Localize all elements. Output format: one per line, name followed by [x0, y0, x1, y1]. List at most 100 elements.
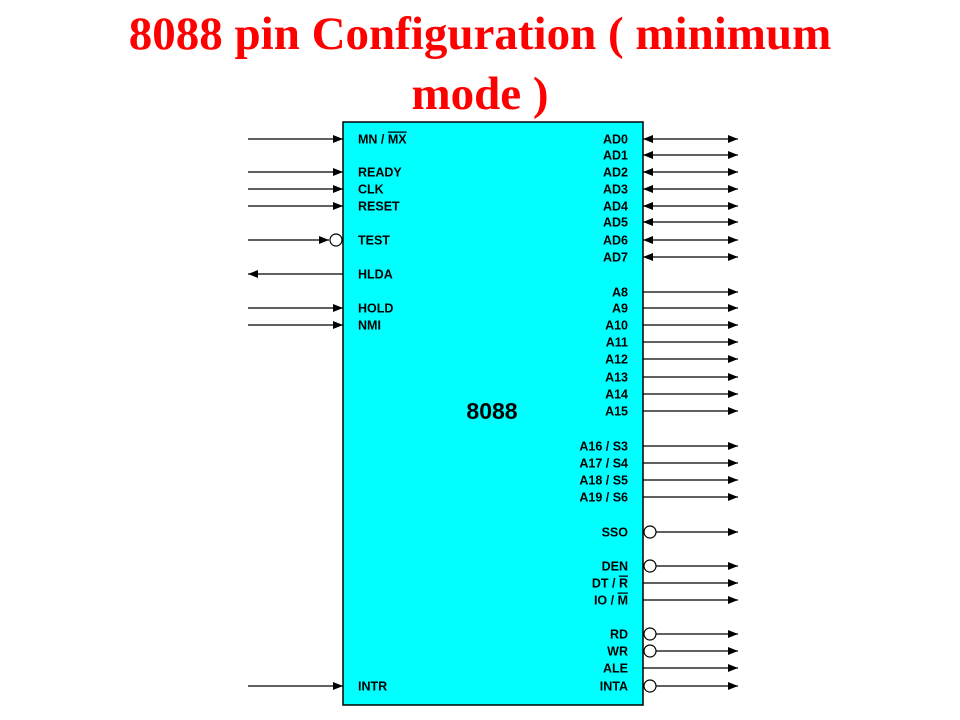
pin-a17-s4: A17 / S4 [579, 457, 738, 471]
pin-label-text: AD6 [603, 234, 628, 248]
pin-label-ad5: AD5 [603, 216, 628, 230]
pin-label-text: AD1 [603, 149, 628, 163]
pin-label-ad4: AD4 [603, 200, 628, 214]
pin-label-a11: A11 [606, 336, 628, 350]
pin-a11: A11 [606, 336, 738, 350]
pin-label-clk: CLK [358, 183, 384, 197]
pin-label-hlda: HLDA [358, 268, 393, 282]
pin-label-ad7: AD7 [603, 251, 628, 265]
pin-label-io-m: IO / M [594, 594, 628, 608]
pin-a14: A14 [605, 388, 738, 402]
pin-clk: CLK [248, 183, 384, 197]
pin-label-ad2: AD2 [603, 166, 628, 180]
pin-ale: ALE [603, 662, 738, 676]
pin-io-m: IO / M [594, 594, 738, 608]
pin-test: TEST [248, 233, 390, 248]
pin-label-text: IO / [594, 594, 618, 608]
pin-label-wr: WR [607, 645, 628, 659]
pin-label-text: MN / [358, 133, 388, 147]
pin-dt-r: DT / R [592, 577, 738, 591]
pin-label-text: INTR [358, 680, 387, 694]
pin-label-text: AD3 [603, 183, 628, 197]
pin-label-text: AD0 [603, 133, 628, 147]
pin-a18-s5: A18 / S5 [579, 474, 738, 488]
pin-hlda: HLDA [248, 268, 393, 282]
pin-label-text: A16 / S3 [579, 440, 628, 454]
left-pins: MN / MX READY CLK RESET TEST HLDA HOLD NMI INTR [248, 133, 407, 694]
pin-label-text: CLK [358, 183, 384, 197]
pin-label-nmi: NMI [358, 319, 381, 333]
active-low-bubble-icon [329, 233, 343, 247]
pin-label-inta: INTA [600, 680, 628, 694]
pin-ad2: AD2 [603, 166, 738, 180]
chip-label: 8088 [466, 398, 517, 424]
pin-intr: INTR [248, 680, 387, 694]
pin-label-a19-s6: A19 / S6 [579, 491, 628, 505]
pin-a15: A15 [605, 405, 738, 419]
pin-label-text: A18 / S5 [579, 474, 628, 488]
pin-a8: A8 [612, 286, 738, 300]
pin-label-intr: INTR [358, 680, 387, 694]
pin-label-reset: RESET [358, 200, 400, 214]
pin-a13: A13 [605, 371, 738, 385]
chip-body [342, 121, 644, 706]
pin-a12: A12 [605, 353, 738, 367]
pin-label-den: DEN [602, 560, 628, 574]
active-low-bubble-icon [643, 559, 657, 573]
pin-label-text: A10 [605, 319, 628, 333]
page-title: 8088 pin Configuration ( minimum mode ) [0, 4, 960, 124]
pin-label-text: READY [358, 166, 402, 180]
pin-label-overbar: M [618, 594, 628, 608]
pin-label-text: TEST [358, 234, 390, 248]
pin-label-text: WR [607, 645, 628, 659]
pin-ad6: AD6 [603, 234, 738, 248]
pin-ad7: AD7 [603, 251, 738, 265]
pin-label-a8: A8 [612, 286, 628, 300]
pin-label-text: AD4 [603, 200, 628, 214]
pin-a9: A9 [612, 302, 738, 316]
pin-label-a15: A15 [605, 405, 628, 419]
title-line-2: mode ) [411, 68, 549, 120]
pin-label-text: RD [610, 628, 628, 642]
pin-ready: READY [248, 166, 402, 180]
pin-ad3: AD3 [603, 183, 738, 197]
pin-label-a12: A12 [605, 353, 628, 367]
pin-ad5: AD5 [603, 216, 738, 230]
pin-label-text: AD5 [603, 216, 628, 230]
pin-label-overbar: MX [388, 133, 407, 147]
pin-label-a13: A13 [605, 371, 628, 385]
active-low-bubble-icon [643, 644, 657, 658]
pin-label-text: ALE [603, 662, 628, 676]
pin-label-ad6: AD6 [603, 234, 628, 248]
pin-label-a18-s5: A18 / S5 [579, 474, 628, 488]
pin-label-a9: A9 [612, 302, 628, 316]
pin-label-text: DT / [592, 577, 619, 591]
pin-label-text: A9 [612, 302, 628, 316]
pin-reset: RESET [248, 200, 400, 214]
pin-label-ale: ALE [603, 662, 628, 676]
pin-hold: HOLD [248, 302, 393, 316]
right-pins: AD0AD1AD2AD3AD4AD5AD6AD7A8A9A10A11A12A13… [579, 133, 738, 694]
pin-label-text: A12 [605, 353, 628, 367]
pin-label-text: A11 [606, 336, 628, 350]
pin-mn-mx: MN / MX [248, 133, 407, 147]
pin-label-text: A17 / S4 [579, 457, 628, 471]
pin-label-dt-r: DT / R [592, 577, 628, 591]
pin-label-text: RESET [358, 200, 400, 214]
pin-label-a10: A10 [605, 319, 628, 333]
pin-label-rd: RD [610, 628, 628, 642]
pin-label-text: A15 [605, 405, 628, 419]
pin-a10: A10 [605, 319, 738, 333]
pin-label-overbar: R [619, 577, 628, 591]
pin-label-test: TEST [358, 234, 390, 248]
pin-rd: RD [610, 627, 738, 642]
pin-nmi: NMI [248, 319, 381, 333]
pin-label-a17-s4: A17 / S4 [579, 457, 628, 471]
title-line-1: 8088 pin Configuration ( minimum [128, 8, 832, 60]
pin-den: DEN [602, 559, 738, 574]
pin-label-text: A19 / S6 [579, 491, 628, 505]
active-low-bubble-icon [643, 627, 657, 641]
active-low-bubble-icon [643, 525, 657, 539]
active-low-bubble-icon [643, 679, 657, 693]
